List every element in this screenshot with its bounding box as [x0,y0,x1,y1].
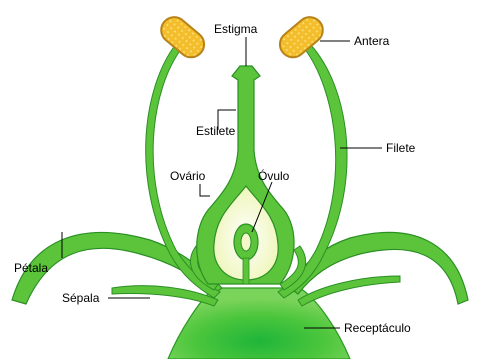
label-antera: Antera [354,34,390,48]
ovule-inner [241,233,251,251]
label-filete: Filete [386,141,416,155]
leader-ovario [200,184,210,196]
anther-right [275,12,328,63]
label-receptaculo: Receptáculo [344,321,411,335]
label-estigma: Estigma [214,22,258,36]
label-petala: Pétala [14,261,48,275]
label-sepala: Sépala [62,291,100,305]
label-ovulo: Óvulo [258,168,290,183]
ovule-stalk [243,258,249,284]
anther-left [156,12,209,63]
label-estilete: Estilete [196,124,236,138]
label-ovario: Ovário [170,169,206,183]
